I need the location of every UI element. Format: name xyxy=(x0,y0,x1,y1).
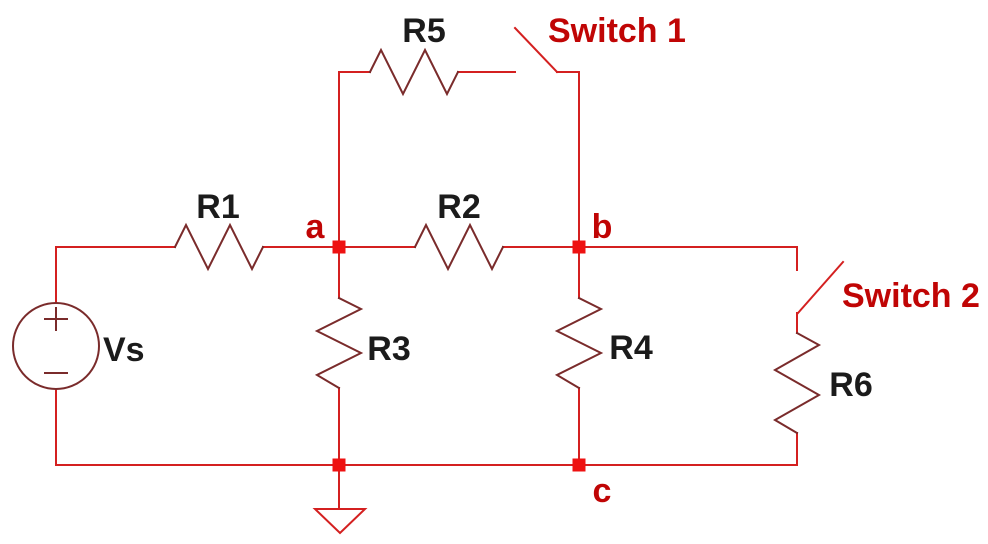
label-node-a: a xyxy=(306,208,326,246)
node-square-a xyxy=(332,240,346,254)
wire-node-a-up xyxy=(338,71,371,248)
resistor-r1-icon xyxy=(173,222,265,272)
node-square-c xyxy=(572,458,586,472)
label-node-c: c xyxy=(593,472,612,510)
label-r6: R6 xyxy=(829,366,872,404)
wire-switch1-down-to-b xyxy=(556,71,580,248)
resistor-r2-icon xyxy=(413,222,505,272)
node-square-ground xyxy=(332,458,346,472)
label-r3: R3 xyxy=(367,330,410,368)
label-switch2: Switch 2 xyxy=(842,277,980,315)
label-r1: R1 xyxy=(196,188,239,226)
label-switch1: Switch 1 xyxy=(548,12,686,50)
resistor-r6-icon xyxy=(772,331,822,435)
wires xyxy=(55,71,798,510)
label-vs: Vs xyxy=(103,331,145,369)
node-square-b xyxy=(572,240,586,254)
switch2-blade-icon xyxy=(796,260,845,315)
resistor-r5-icon xyxy=(368,47,460,97)
label-node-b: b xyxy=(592,208,613,246)
label-r5: R5 xyxy=(402,12,445,50)
resistor-r4-icon xyxy=(554,296,604,390)
label-r4: R4 xyxy=(609,329,653,367)
resistor-r3-icon xyxy=(314,296,364,390)
label-r2: R2 xyxy=(437,188,480,226)
switch1-blade-icon xyxy=(513,26,559,74)
voltage-source-icon xyxy=(12,302,100,390)
voltage-source-circle xyxy=(12,302,100,390)
plus-sign-icon xyxy=(44,307,68,331)
ground-icon xyxy=(312,508,368,535)
